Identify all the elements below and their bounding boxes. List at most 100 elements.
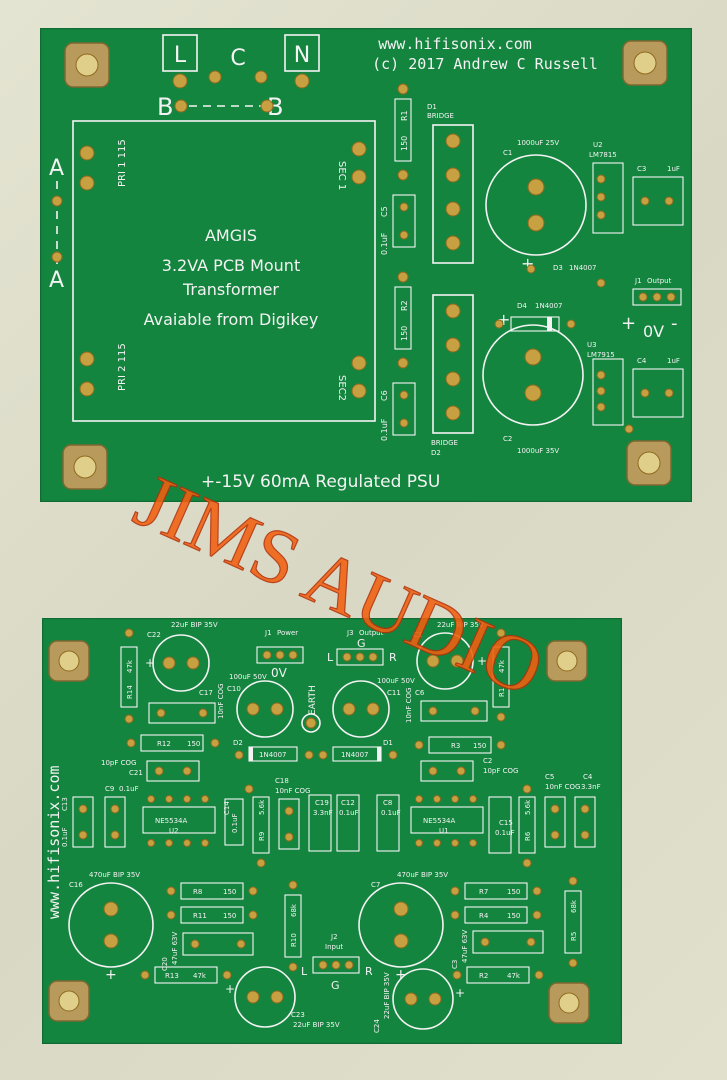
- pad-j3-1: [342, 652, 352, 662]
- pad-d1-1: [445, 133, 461, 149]
- pad-c11-b: [366, 702, 380, 716]
- pad-d1-2: [445, 167, 461, 183]
- pad-c7-a: [393, 901, 409, 917]
- r13-outline: [154, 966, 218, 984]
- c22-value: 22uF BIP 35V: [171, 621, 218, 629]
- pad-c4-b: [580, 830, 590, 840]
- c16-ref: C16: [69, 881, 83, 889]
- earth-ring: [301, 713, 321, 733]
- c23-ref: C23: [291, 1011, 305, 1019]
- pad-c10-a: [246, 702, 260, 716]
- d4-outline: [510, 316, 560, 332]
- c12-value: 0.1uF: [339, 809, 359, 817]
- pad-r14-b: [124, 714, 134, 724]
- r1-outline: [492, 646, 510, 708]
- pad-c7-b: [393, 933, 409, 949]
- r14-ref: R14: [126, 685, 134, 699]
- c11-ref: C11: [387, 689, 401, 697]
- pad-c5-a: [399, 202, 409, 212]
- pad-r7-b: [532, 886, 542, 896]
- pad-u1-7: [451, 839, 459, 847]
- pad-r4-b: [532, 910, 542, 920]
- u2-part: NE5534A: [155, 817, 187, 825]
- pad-c4-a: [640, 388, 650, 398]
- pad-j1-2: [275, 650, 285, 660]
- j1-ref: J1: [634, 277, 642, 285]
- c16-outline: [68, 882, 154, 968]
- pad-c1-a: [426, 654, 440, 668]
- j1-outline: [632, 288, 682, 306]
- c9-value: 0.1uF: [119, 785, 139, 793]
- c14-ref: C14: [223, 801, 231, 815]
- pad-c2-a: [428, 766, 438, 776]
- c23-plus: +: [225, 982, 235, 996]
- j2-r: R: [365, 965, 373, 978]
- r6-outline: [518, 796, 536, 854]
- pad-r1-b: [496, 712, 506, 722]
- copyright-label: (c) 2017 Andrew C Russell: [372, 55, 598, 73]
- pad-u2-3: [183, 795, 191, 803]
- pad-c1-pos: [527, 178, 545, 196]
- mount-hole-bottom-right: [626, 440, 672, 486]
- pad-pri1-b: [79, 175, 95, 191]
- pad-r11-a: [166, 910, 176, 920]
- pad-r8-b: [248, 886, 258, 896]
- pad-r9-a: [244, 784, 254, 794]
- sec1-label: SEC 1: [336, 161, 347, 190]
- j2-l: L: [301, 965, 308, 978]
- d2-bridge-outline: [432, 294, 474, 434]
- c7-plus: +: [395, 967, 407, 983]
- pad-pri2-a: [79, 351, 95, 367]
- c1-outline: [485, 154, 587, 256]
- pad-d2-4: [445, 405, 461, 421]
- c5-outline: [392, 194, 416, 248]
- pad-d2-a: [234, 750, 244, 760]
- pad-c6-a: [428, 706, 438, 716]
- r2-ref: R2: [400, 300, 409, 311]
- transformer-line1: 3.2VA PCB Mount: [162, 256, 300, 275]
- pad-sec1-a: [351, 141, 367, 157]
- u1-ref: U1: [439, 827, 449, 835]
- pri2-label: PRI 2 115: [117, 343, 128, 391]
- pad-d2-2: [445, 337, 461, 353]
- r3-ref: R3: [451, 742, 460, 750]
- j3-l: L: [327, 651, 334, 664]
- d2-ref: D2: [431, 449, 441, 457]
- pad-c2-pos: [524, 348, 542, 366]
- c3-outline: [632, 176, 684, 226]
- r2-ref: R2: [479, 972, 488, 980]
- c2-ref: C2: [503, 435, 512, 443]
- r4-outline: [464, 906, 528, 924]
- r11-outline: [180, 906, 244, 924]
- c1-outline: [416, 632, 474, 690]
- pad-r1-b: [397, 169, 409, 181]
- pad-r3-a: [414, 740, 424, 750]
- pad-pri2-b: [79, 381, 95, 397]
- pad-u1-8: [469, 839, 477, 847]
- pad-a1: [51, 195, 63, 207]
- c4-outline: [632, 368, 684, 418]
- d2-ref: D2: [233, 739, 243, 747]
- c3-value: 1uF: [667, 165, 680, 173]
- pad-r10-b: [288, 962, 298, 972]
- pad-j2-2: [331, 960, 341, 970]
- u1-outline: [410, 806, 484, 834]
- c4-outline: [574, 796, 596, 848]
- pad-r11-b: [248, 910, 258, 920]
- pad-earth: [305, 717, 317, 729]
- mount-hole-top-right: [546, 640, 588, 682]
- pad-u3-2: [596, 386, 606, 396]
- c10-ref: C10: [227, 685, 241, 693]
- c23-value: 22uF BIP 35V: [293, 1021, 340, 1029]
- pad-u2-1: [596, 174, 606, 184]
- r10-outline: [284, 894, 302, 958]
- u2-ref: U2: [593, 141, 603, 149]
- pad-r6-b: [522, 858, 532, 868]
- c17-ref: C17: [199, 689, 213, 697]
- pad-j1-2: [652, 292, 662, 302]
- u2-ref: U2: [169, 827, 179, 835]
- pad-d4-a: [494, 319, 504, 329]
- c5-value: 10nF COG: [545, 783, 580, 791]
- pad-d2-1: [445, 303, 461, 319]
